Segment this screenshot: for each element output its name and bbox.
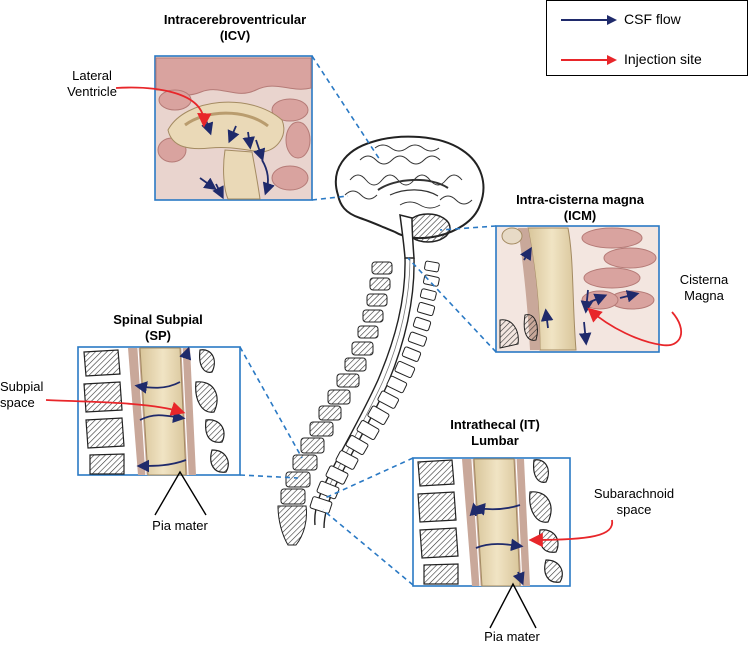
sp-title-line1: Spinal Subpial bbox=[113, 312, 203, 327]
icv-title-line2: (ICV) bbox=[219, 28, 251, 43]
sp-callout-line1: Subpial bbox=[0, 379, 44, 394]
icm-callout-line1: Cisterna bbox=[679, 272, 729, 287]
icm-callout-line2: Magna bbox=[684, 288, 724, 303]
brainstem bbox=[399, 214, 415, 259]
sp-callout-line2: space bbox=[0, 395, 35, 410]
icv-callout-line1: Lateral bbox=[72, 68, 112, 83]
it-pia-mater-label: Pia mater bbox=[484, 629, 540, 644]
icv-callout-line2: Ventricle bbox=[67, 84, 117, 99]
dashed-connectors bbox=[239, 55, 497, 586]
it-panel bbox=[412, 457, 571, 587]
pia-mater-pointers bbox=[154, 470, 537, 629]
icm-title-line1: Intra-cisterna magna bbox=[516, 192, 644, 207]
it-callout-line2: space bbox=[616, 502, 652, 517]
icm-callout: Cisterna Magna bbox=[664, 272, 744, 304]
it-injection-arrow bbox=[528, 519, 613, 548]
sp-pia-mater-label: Pia mater bbox=[152, 518, 208, 533]
legend-item-csf-flow: CSF flow bbox=[557, 11, 747, 29]
icm-panel bbox=[495, 225, 660, 353]
icv-callout: Lateral Ventricle bbox=[52, 68, 132, 100]
icv-title: Intracerebroventricular (ICV) bbox=[130, 12, 340, 44]
sp-panel bbox=[77, 346, 241, 476]
legend-injection-site-label: Injection site bbox=[624, 51, 702, 67]
icm-title-line2: (ICM) bbox=[563, 208, 597, 223]
it-title-line2: Lumbar bbox=[471, 433, 519, 448]
sp-callout: Subpial space bbox=[0, 379, 60, 411]
injection-arrow-icon bbox=[561, 55, 617, 65]
icv-title-line1: Intracerebroventricular bbox=[163, 12, 307, 27]
sp-injection-arrow bbox=[45, 399, 186, 416]
it-callout-line1: Subarachnoid bbox=[593, 486, 675, 501]
brain-gyri bbox=[344, 144, 473, 209]
vertebral-column bbox=[309, 260, 440, 514]
it-callout: Subarachnoid space bbox=[578, 486, 690, 518]
brain-outline bbox=[334, 135, 485, 240]
vertebral-bodies bbox=[280, 261, 393, 505]
csf-flow-arrow-icon bbox=[561, 15, 617, 25]
legend-item-injection-site: Injection site bbox=[557, 51, 747, 69]
sp-title: Spinal Subpial (SP) bbox=[88, 312, 228, 344]
icv-panel bbox=[154, 55, 313, 201]
legend: CSF flow Injection site bbox=[546, 0, 748, 76]
legend-csf-flow-label: CSF flow bbox=[624, 11, 681, 27]
icv-injection-arrow bbox=[115, 86, 212, 128]
central-cns-illustration bbox=[277, 135, 485, 546]
it-title-line1: Intrathecal (IT) bbox=[450, 417, 540, 432]
sp-title-line2: (SP) bbox=[145, 328, 171, 343]
sacrum bbox=[277, 505, 307, 546]
icm-injection-arrow bbox=[587, 307, 683, 347]
it-title: Intrathecal (IT) Lumbar bbox=[420, 417, 570, 449]
injection-arrows bbox=[45, 86, 683, 548]
icm-title: Intra-cisterna magna (ICM) bbox=[500, 192, 660, 224]
